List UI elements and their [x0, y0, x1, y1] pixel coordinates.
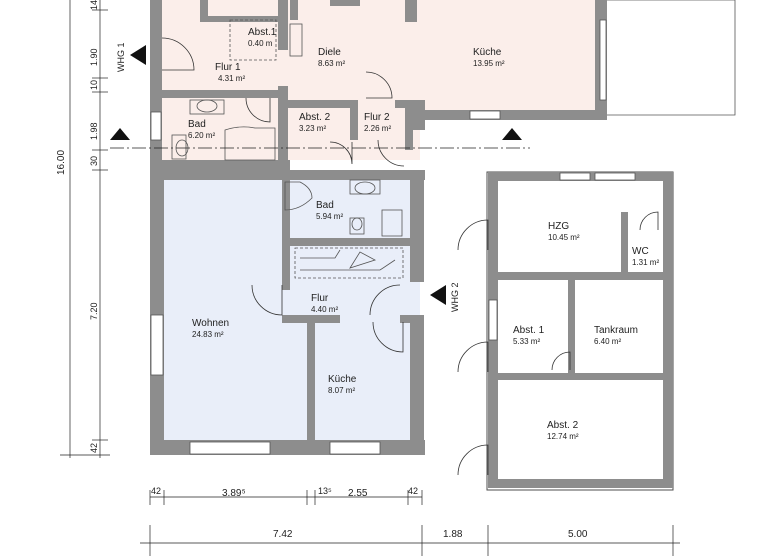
room-wohnen-area: 24.83 m²: [192, 330, 224, 339]
room-wc-area: 1.31 m²: [632, 258, 659, 267]
upper-apartment-fill: [152, 0, 600, 165]
room-wohnen-label: Wohnen: [192, 318, 229, 329]
dim-left-seg-3: 1.98: [89, 122, 99, 140]
whg1-arrow: [130, 45, 146, 65]
room-kueche-mid-label: Küche: [328, 374, 357, 385]
room-flur2-area: 2.26 m²: [364, 124, 391, 133]
room-abst2-top-area: 3.23 m²: [299, 124, 326, 133]
room-diele-label: Diele: [318, 47, 341, 58]
room-abst1-top-area: 0.40 m: [248, 39, 273, 48]
room-bad-mid-area: 5.94 m²: [316, 212, 343, 221]
room-hzg-area: 10.45 m²: [548, 233, 580, 242]
dimension-labels: 16.00 14 1.90 10 1.98 30 7.20 42 42 3.89…: [56, 0, 588, 540]
room-labels: Abst.1 0.40 m Flur 1 4.31 m² Diele 8.63 …: [188, 27, 659, 441]
room-flur1-label: Flur 1: [215, 62, 241, 73]
room-hzg-label: HZG: [548, 221, 569, 232]
dim-bottom-total-2: 5.00: [568, 529, 588, 540]
bathroom-fixtures: [171, 19, 403, 237]
room-abst2-right-area: 12.74 m²: [547, 432, 579, 441]
dim-bottom-seg-3: 2.55: [348, 488, 368, 499]
room-tankraum-label: Tankraum: [594, 325, 638, 336]
whg1-label: WHG 1: [116, 42, 126, 72]
room-abst1-top-label: Abst.1: [248, 27, 277, 38]
room-abst2-right-label: Abst. 2: [547, 420, 579, 431]
dim-bottom-total-0: 7.42: [273, 529, 293, 540]
dim-left-seg-1: 1.90: [89, 48, 99, 66]
room-abst2-top-label: Abst. 2: [299, 112, 331, 123]
room-bad-top-area: 6.20 m²: [188, 131, 215, 140]
dim-left-seg-0: 14: [89, 0, 99, 10]
dimension-lines: [60, 0, 680, 556]
room-flur2-label: Flur 2: [364, 112, 390, 123]
room-wc-label: WC: [632, 246, 649, 257]
whg2-arrow: [430, 285, 446, 305]
section-arrow-left: [110, 128, 130, 140]
dim-left-seg-6: 42: [89, 443, 99, 453]
room-bad-top-label: Bad: [188, 119, 206, 130]
room-kueche-top-label: Küche: [473, 47, 502, 58]
dim-bottom-seg-4: 42: [408, 486, 418, 496]
stairs: [294, 247, 404, 279]
room-bad-mid-label: Bad: [316, 200, 334, 211]
terrace-area: [599, 0, 736, 116]
room-abst1-right-area: 5.33 m²: [513, 337, 540, 346]
dim-left-total: 16.00: [56, 150, 67, 175]
doors: [161, 37, 659, 476]
dim-left-seg-5: 7.20: [89, 302, 99, 320]
room-flur1-area: 4.31 m²: [218, 74, 245, 83]
room-kueche-mid-area: 8.07 m²: [328, 386, 355, 395]
dim-left-seg-2: 10: [89, 80, 99, 90]
room-abst1-right-label: Abst. 1: [513, 325, 545, 336]
room-kueche-top-area: 13.95 m²: [473, 59, 505, 68]
room-flur-mid-label: Flur: [311, 293, 329, 304]
section-arrow-right: [502, 128, 522, 140]
dim-bottom-total-1: 1.88: [443, 529, 463, 540]
dim-bottom-seg-1: 3.89⁵: [222, 488, 246, 499]
room-diele-area: 8.63 m²: [318, 59, 345, 68]
windows: [150, 19, 636, 455]
whg2-label: WHG 2: [450, 282, 460, 312]
room-flur-mid-area: 4.40 m²: [311, 305, 338, 314]
dim-left-seg-4: 30: [89, 156, 99, 166]
dim-bottom-seg-0: 42: [151, 486, 161, 496]
section-lines: [110, 45, 530, 305]
room-tankraum-area: 6.40 m²: [594, 337, 621, 346]
apartment-labels: WHG 1 WHG 2: [116, 42, 460, 312]
dim-bottom-seg-2: 13⁵: [318, 486, 332, 496]
